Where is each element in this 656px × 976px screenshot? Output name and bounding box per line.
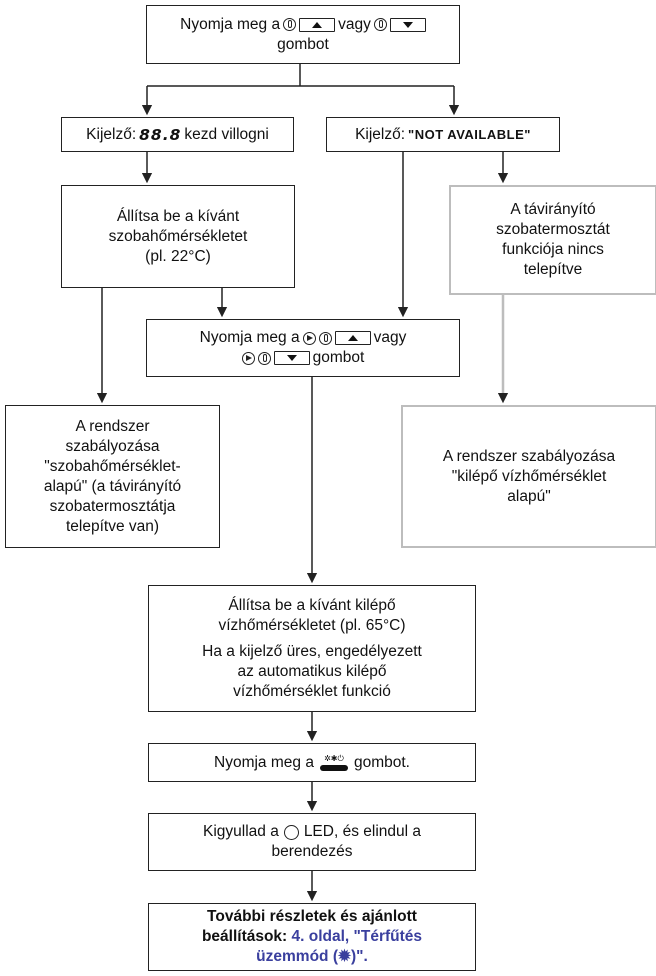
- led-on-line2: berendezés: [271, 843, 353, 860]
- play-icon: [302, 331, 316, 345]
- display-na-box: Kijelző: "NOT AVAILABLE": [326, 117, 560, 152]
- auto-water-temp-line: vízhőmérséklet funkció: [233, 682, 391, 700]
- press-heat-box: Nyomja meg a ✲✱⏻ gombot.: [148, 743, 476, 782]
- down-key-icon: [273, 351, 310, 365]
- press-again-suffix: gombot: [312, 349, 365, 366]
- down-key-icon: [389, 17, 426, 32]
- press-again-box: Nyomja meg a vagy gombot: [146, 319, 460, 377]
- thermostat-icon: [257, 351, 271, 365]
- display-na-value: "NOT AVAILABLE": [408, 126, 531, 142]
- room-based-line: alapú" (a távirányító: [43, 477, 182, 495]
- thermostat-icon: [283, 18, 297, 31]
- room-based-line: "szobahőmérséklet-: [44, 457, 181, 475]
- press-heat-suffix: gombot.: [353, 753, 410, 771]
- not-installed-box: A távirányító szobatermosztát funkciója …: [449, 185, 656, 295]
- not-installed-line: A távirányító: [510, 201, 596, 218]
- details-mode-link-end[interactable]: )".: [350, 948, 368, 965]
- room-based-line: telepítve van): [65, 517, 160, 535]
- led-icon: [283, 824, 299, 840]
- not-installed-line: szobatermosztát: [496, 221, 610, 238]
- details-box: További részletek és ajánlott beállításo…: [148, 903, 476, 971]
- room-based-line: szabályozása: [65, 437, 160, 455]
- details-page-link[interactable]: 4. oldal, "Térfűtés: [291, 928, 423, 945]
- led-on-prefix: Kigyullad a: [202, 823, 279, 840]
- details-mode-link[interactable]: üzemmód (: [256, 948, 338, 965]
- press-heat-prefix: Nyomja meg a: [214, 753, 314, 771]
- space-heating-button-icon: ✲✱⏻: [319, 753, 348, 771]
- up-key-icon: [334, 331, 371, 345]
- set-water-temp-line: vízhőmérsékletet (pl. 65°C): [218, 616, 406, 634]
- heating-mode-icon: ✹: [337, 948, 351, 965]
- water-based-line: A rendszer szabályozása: [442, 447, 616, 465]
- details-settings-label: beállítások:: [201, 928, 288, 945]
- room-based-line: szobatermosztátja: [49, 497, 176, 515]
- heating-symbol: ✲✱⏻: [324, 753, 344, 763]
- set-room-temp-line: Állítsa be a kívánt: [116, 207, 240, 225]
- water-based-line: "kilépő vízhőmérséklet: [451, 467, 607, 485]
- water-based-box: A rendszer szabályozása "kilépő vízhőmér…: [401, 405, 656, 548]
- display-flash-prefix: Kijelző:: [86, 125, 137, 143]
- room-based-box: A rendszer szabályozása "szobahőmérsékle…: [5, 405, 220, 548]
- thermostat-icon: [318, 331, 332, 345]
- display-flash-suffix: kezd villogni: [184, 125, 269, 143]
- start-line2: gombot: [277, 35, 329, 53]
- set-room-temp-box: Állítsa be a kívánt szobahőmérsékletet (…: [61, 185, 295, 288]
- up-key-icon: [299, 17, 336, 32]
- set-water-temp-line: Állítsa be a kívánt kilépő: [228, 596, 396, 614]
- water-based-line: alapú": [507, 487, 551, 505]
- set-room-temp-line: (pl. 22°C): [145, 247, 211, 265]
- led-on-box: Kigyullad a LED, és elindul a berendezés: [148, 813, 476, 871]
- details-line1: További részletek és ajánlott: [207, 908, 417, 925]
- auto-water-temp-line: az automatikus kilépő: [237, 662, 387, 680]
- display-flash-box: Kijelző: 88.8 kezd villogni: [61, 117, 294, 152]
- display-digits: 88.8: [139, 125, 182, 144]
- not-installed-line: funkciója nincs: [502, 241, 604, 258]
- press-again-or: vagy: [373, 329, 407, 346]
- set-room-temp-line: szobahőmérsékletet: [108, 227, 248, 245]
- start-box: Nyomja meg a vagy gombot: [146, 5, 460, 64]
- start-or-text: vagy: [338, 15, 371, 33]
- display-na-prefix: Kijelző:: [355, 125, 406, 143]
- led-on-suffix: LED, és elindul a: [303, 823, 421, 840]
- play-icon: [241, 351, 255, 365]
- not-installed-line: telepítve: [523, 261, 583, 278]
- set-water-temp-box: Állítsa be a kívánt kilépő vízhőmérsékle…: [148, 585, 476, 712]
- start-press-text: Nyomja meg a: [180, 15, 281, 33]
- room-based-line: A rendszer: [75, 417, 150, 435]
- press-again-text: Nyomja meg a: [199, 329, 300, 346]
- thermostat-icon: [373, 18, 387, 31]
- auto-water-temp-line: Ha a kijelző üres, engedélyezett: [202, 642, 422, 660]
